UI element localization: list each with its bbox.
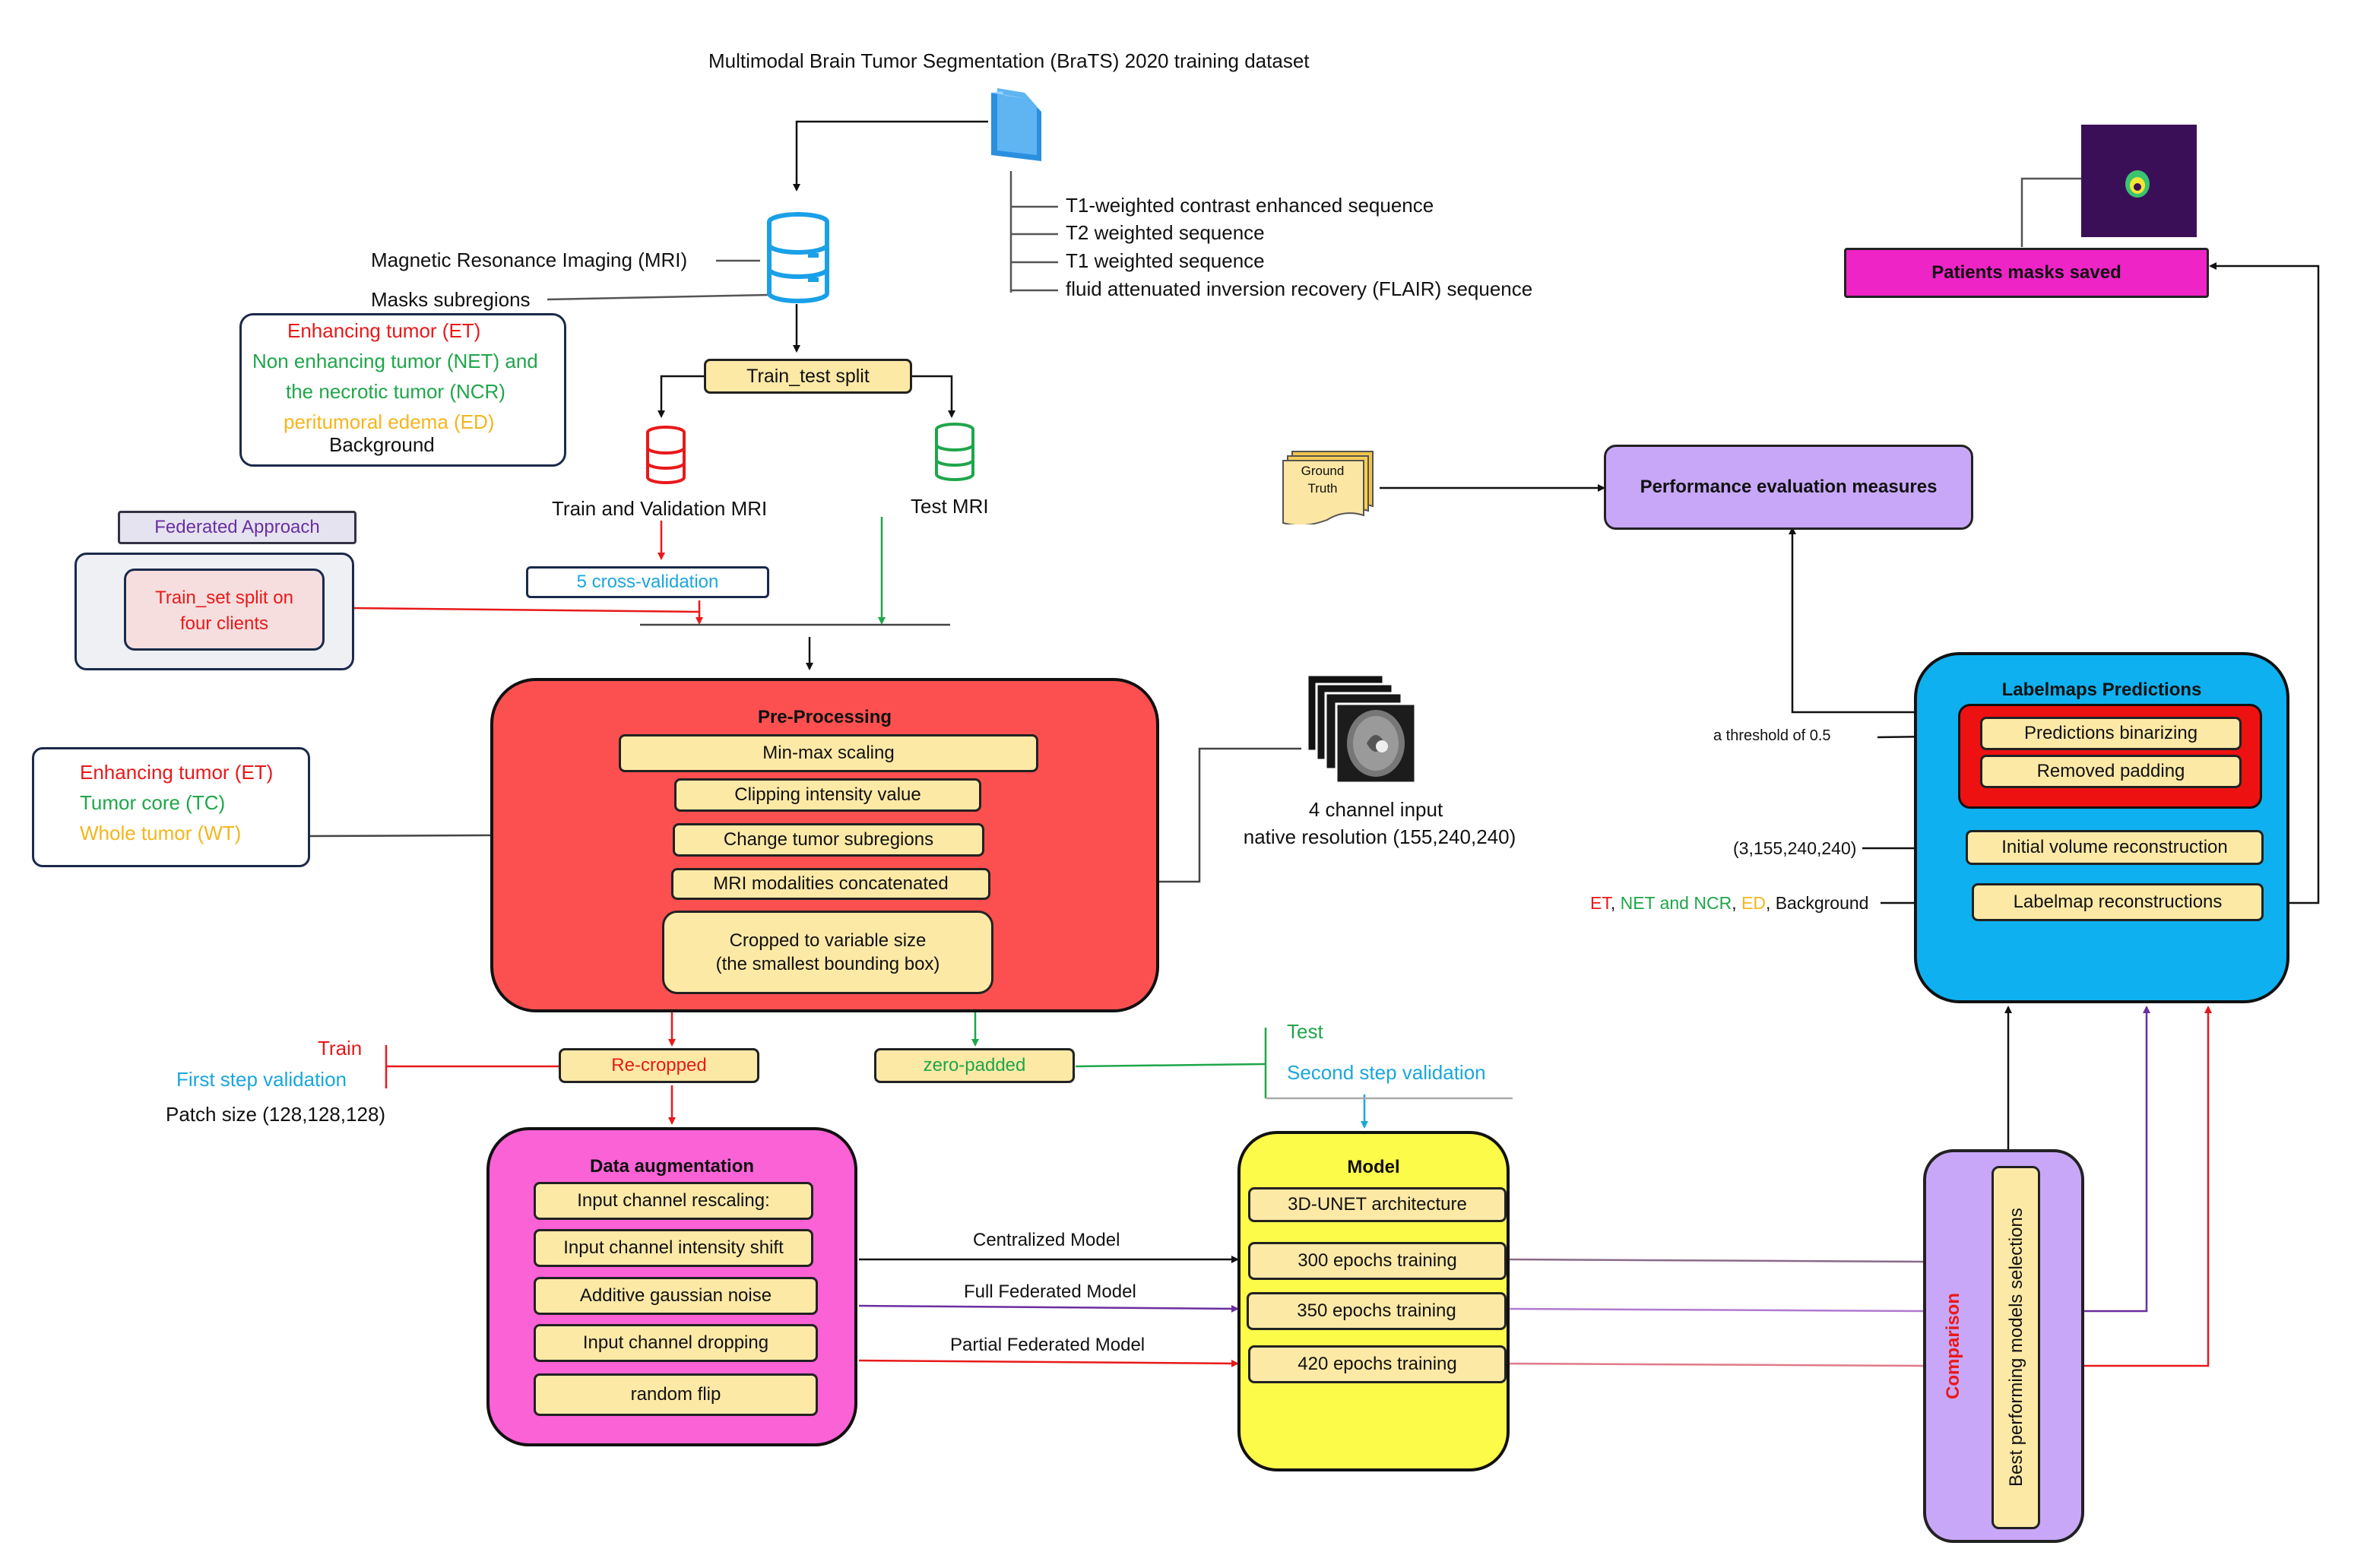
predictions-binarizing-box: Predictions binarizing	[1980, 717, 2242, 750]
regions-legend: Enhancing tumor (ET) Tumor core (TC) Who…	[32, 747, 310, 867]
ground-truth-icon	[1282, 451, 1374, 524]
preprocessing-step: Clipping intensity value	[674, 778, 981, 812]
model-architecture: 3D-UNET architecture	[1248, 1187, 1507, 1222]
subregion-ed: peritumoral edema (ED)	[284, 410, 495, 433]
test-label: Test	[1287, 1020, 1323, 1043]
test-database-icon	[935, 423, 974, 481]
dataset-title: Multimodal Brain Tumor Segmentation (Bra…	[708, 49, 1310, 72]
model-panel: Model 3D-UNET architecture 300 epochs tr…	[1237, 1131, 1510, 1471]
cross-validation-box: 5 cross-validation	[526, 566, 769, 598]
region-et: Enhancing tumor (ET)	[80, 761, 274, 784]
train-database-icon	[646, 426, 686, 484]
preprocessing-step: MRI modalities concatenated	[671, 868, 990, 900]
subregion-ncr: the necrotic tumor (NCR)	[286, 380, 505, 403]
volume-reconstruction-box: Initial volume reconstruction	[1966, 830, 2264, 865]
labelmaps-title: Labelmaps Predictions	[2001, 679, 2202, 700]
preprocessing-step: Min-max scaling	[619, 734, 1038, 772]
postprocess-group: Predictions binarizing Removed padding	[1958, 704, 2262, 809]
train-validation-label: Train and Validation MRI	[552, 497, 768, 520]
sequence-item: T1-weighted contrast enhanced sequence	[1066, 194, 1434, 217]
model-selection-label: Best performing models selections	[2005, 1208, 2026, 1487]
preprocessing-step: Change tumor subregions	[673, 823, 984, 857]
volume-shape-label: (3,155,240,240)	[1733, 838, 1857, 858]
performance-evaluation-box: Performance evaluation measures	[1604, 445, 1973, 530]
preprocessing-title: Pre-Processing	[757, 707, 892, 727]
train-set-split-line1: Train_set split on	[155, 588, 293, 608]
label-legend: ET, NET and NCR, ED, Background	[1590, 893, 1869, 913]
crop-step: Cropped to variable size (the smallest b…	[662, 911, 993, 994]
sequence-item: T2 weighted sequence	[1066, 221, 1265, 244]
subregion-et: Enhancing tumor (ET)	[287, 319, 481, 342]
model-epochs: 420 epochs training	[1248, 1345, 1507, 1383]
first-step-validation-label: First step validation	[176, 1068, 347, 1091]
ground-truth-line2: Truth	[1307, 481, 1338, 496]
sequence-item: T1 weighted sequence	[1066, 249, 1265, 272]
recropped-box: Re-cropped	[559, 1048, 759, 1083]
mri-label: Magnetic Resonance Imaging (MRI)	[371, 249, 688, 271]
model-title: Model	[1347, 1157, 1400, 1177]
train-set-split-box: Train_set split on four clients	[124, 569, 325, 651]
augmentation-step: Input channel intensity shift	[534, 1229, 813, 1267]
removed-padding-box: Removed padding	[1980, 755, 2242, 788]
masks-subregions-label: Masks subregions	[371, 288, 531, 311]
patients-masks-box: Patients masks saved	[1844, 248, 2209, 298]
subregion-background: Background	[329, 433, 435, 456]
test-mri-label: Test MRI	[911, 495, 989, 518]
subregion-net: Non enhancing tumor (NET) and	[252, 350, 538, 372]
train-test-split-box: Train_test split	[704, 359, 912, 394]
train-set-split-line2: four clients	[179, 613, 269, 634]
input-line1: 4 channel input	[1308, 798, 1443, 821]
mri-stack-image	[1306, 673, 1417, 784]
ground-truth-line1: Ground	[1301, 464, 1345, 478]
full-federated-model-label: Full Federated Model	[964, 1281, 1136, 1302]
patch-size-label: Patch size (128,128,128)	[166, 1103, 386, 1126]
federated-approach-title: Federated Approach	[118, 511, 356, 544]
second-step-validation-label: Second step validation	[1287, 1061, 1486, 1084]
augmentation-title: Data augmentation	[589, 1156, 755, 1177]
crop-line1: Cropped to variable size	[729, 930, 927, 951]
labelmaps-panel: Labelmaps Predictions Predictions binari…	[1914, 652, 2289, 1003]
model-selection-box: Best performing models selections	[1992, 1166, 2040, 1529]
model-epochs: 350 epochs training	[1247, 1292, 1507, 1330]
federated-approach-box: Train_set split on four clients	[74, 553, 354, 670]
partial-federated-model-label: Partial Federated Model	[950, 1335, 1145, 1355]
augmentation-step: Input channel dropping	[534, 1324, 818, 1362]
folder-icon	[991, 88, 1041, 161]
augmentation-step: random flip	[534, 1373, 818, 1416]
region-tc: Tumor core (TC)	[80, 791, 226, 814]
labelmap-reconstruction-box: Labelmap reconstructions	[1972, 883, 2264, 921]
preprocessing-panel: Pre-Processing Min-max scaling Clipping …	[490, 678, 1159, 1012]
subregions-box: Enhancing tumor (ET) Non enhancing tumor…	[239, 313, 566, 467]
augmentation-panel: Data augmentation Input channel rescalin…	[486, 1127, 857, 1446]
input-line2: native resolution (155,240,240)	[1243, 825, 1516, 848]
centralized-model-label: Centralized Model	[973, 1230, 1120, 1250]
zero-padded-box: zero-padded	[874, 1048, 1075, 1083]
comparison-label: Comparison	[1943, 1292, 1964, 1400]
train-label: Train	[318, 1037, 363, 1060]
region-wt: Whole tumor (WT)	[80, 822, 242, 844]
database-icon	[767, 212, 829, 303]
augmentation-step: Input channel rescaling:	[534, 1182, 813, 1220]
crop-line2: (the smallest bounding box)	[715, 954, 940, 974]
augmentation-step: Additive gaussian noise	[534, 1277, 818, 1315]
mask-thumbnail-image	[2081, 125, 2197, 237]
sequence-item: fluid attenuated inversion recovery (FLA…	[1066, 277, 1533, 300]
threshold-label: a threshold of 0.5	[1713, 727, 1831, 744]
comparison-panel: Comparison Best performing models select…	[1923, 1149, 2084, 1543]
model-epochs: 300 epochs training	[1248, 1242, 1507, 1280]
